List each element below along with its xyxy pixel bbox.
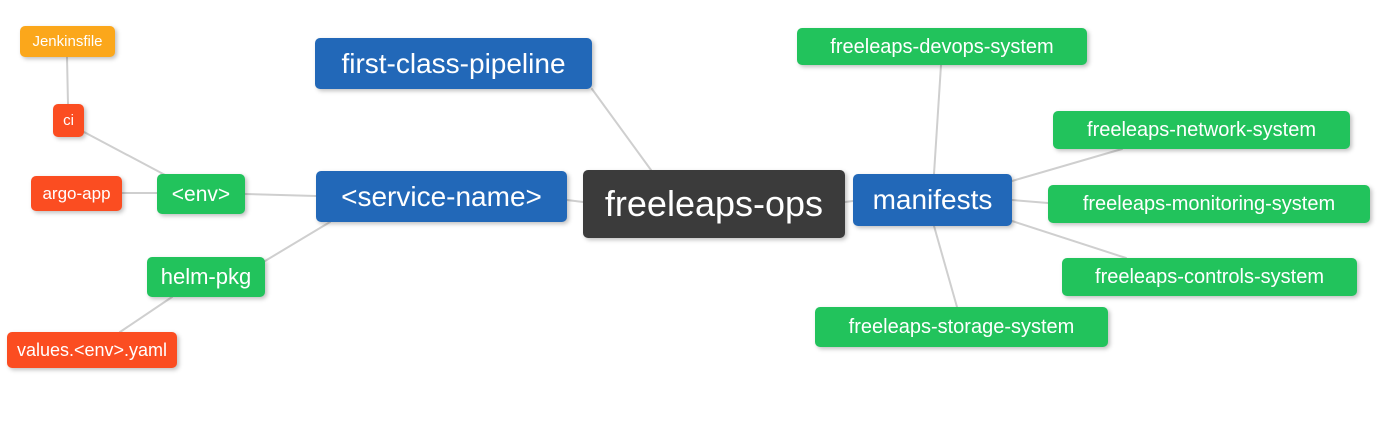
node-label: ci (63, 112, 74, 129)
edge-service-name--helm-pkg (264, 221, 331, 262)
node-label: freeleaps-storage-system (848, 316, 1075, 338)
node-first-class-pipeline[interactable]: first-class-pipeline (315, 38, 592, 89)
edge-jenkinsfile--ci (66, 56, 69, 105)
node-freeleaps-controls-system[interactable]: freeleaps-controls-system (1062, 258, 1357, 296)
edge-first-class-pipeline--freeleaps-ops (591, 88, 652, 171)
edge-manifests--freeleaps-controls-system (1011, 220, 1127, 259)
node-manifests[interactable]: manifests (853, 174, 1012, 226)
node-jenkinsfile[interactable]: Jenkinsfile (20, 26, 115, 57)
edge-manifests--freeleaps-monitoring-system (1011, 199, 1049, 204)
node-label: argo-app (42, 184, 111, 203)
node-ci[interactable]: ci (53, 104, 84, 137)
edge-manifests--freeleaps-storage-system (933, 225, 958, 308)
edge-freeleaps-ops--manifests (844, 200, 854, 203)
node-env[interactable]: <env> (157, 174, 245, 214)
edge-manifests--freeleaps-devops-system (933, 64, 942, 175)
node-label: manifests (872, 184, 993, 215)
node-freeleaps-devops-system[interactable]: freeleaps-devops-system (797, 28, 1087, 65)
node-label: <env> (171, 182, 231, 206)
node-freeleaps-storage-system[interactable]: freeleaps-storage-system (815, 307, 1108, 347)
edge-service-name--freeleaps-ops (566, 199, 584, 203)
edge-helm-pkg--values-env-yaml (119, 296, 173, 333)
edge-ci--env (83, 131, 168, 177)
node-label: freeleaps-monitoring-system (1082, 193, 1336, 215)
edge-env--service-name (244, 193, 317, 197)
node-values-env-yaml[interactable]: values.<env>.yaml (7, 332, 177, 368)
node-argo-app[interactable]: argo-app (31, 176, 122, 211)
node-label: values.<env>.yaml (16, 340, 168, 360)
node-label: <service-name> (341, 180, 542, 212)
node-helm-pkg[interactable]: helm-pkg (147, 257, 265, 297)
node-service-name[interactable]: <service-name> (316, 171, 567, 222)
node-label: Jenkinsfile (32, 33, 103, 50)
node-label: freeleaps-ops (604, 183, 824, 224)
node-freeleaps-network-system[interactable]: freeleaps-network-system (1053, 111, 1350, 149)
edge-manifests--freeleaps-network-system (1011, 148, 1123, 182)
node-label: freeleaps-network-system (1087, 119, 1316, 141)
node-freeleaps-monitoring-system[interactable]: freeleaps-monitoring-system (1048, 185, 1370, 223)
node-label: freeleaps-controls-system (1095, 266, 1324, 288)
node-label: helm-pkg (160, 264, 252, 289)
node-label: freeleaps-devops-system (830, 35, 1054, 58)
node-freeleaps-ops[interactable]: freeleaps-ops (583, 170, 845, 238)
node-label: first-class-pipeline (341, 47, 566, 79)
